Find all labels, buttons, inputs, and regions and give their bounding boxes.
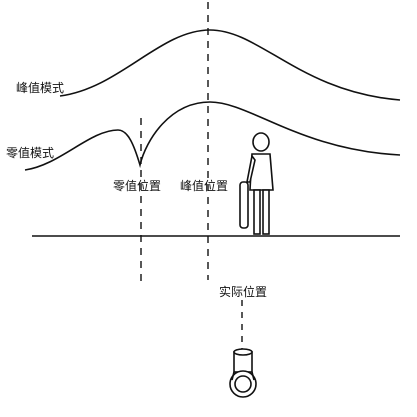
null-mode-curve <box>24 101 401 171</box>
person-icon <box>239 132 274 235</box>
pipe-cross-section-icon <box>229 348 257 398</box>
peak-position-label: 峰值位置 <box>180 178 228 193</box>
actual-position-label: 实际位置 <box>219 284 267 299</box>
peak-mode-curve <box>59 29 401 101</box>
peak-mode-label: 峰值模式 <box>16 80 64 95</box>
null-mode-label: 零值模式 <box>6 145 54 160</box>
null-position-label: 零值位置 <box>113 178 161 193</box>
